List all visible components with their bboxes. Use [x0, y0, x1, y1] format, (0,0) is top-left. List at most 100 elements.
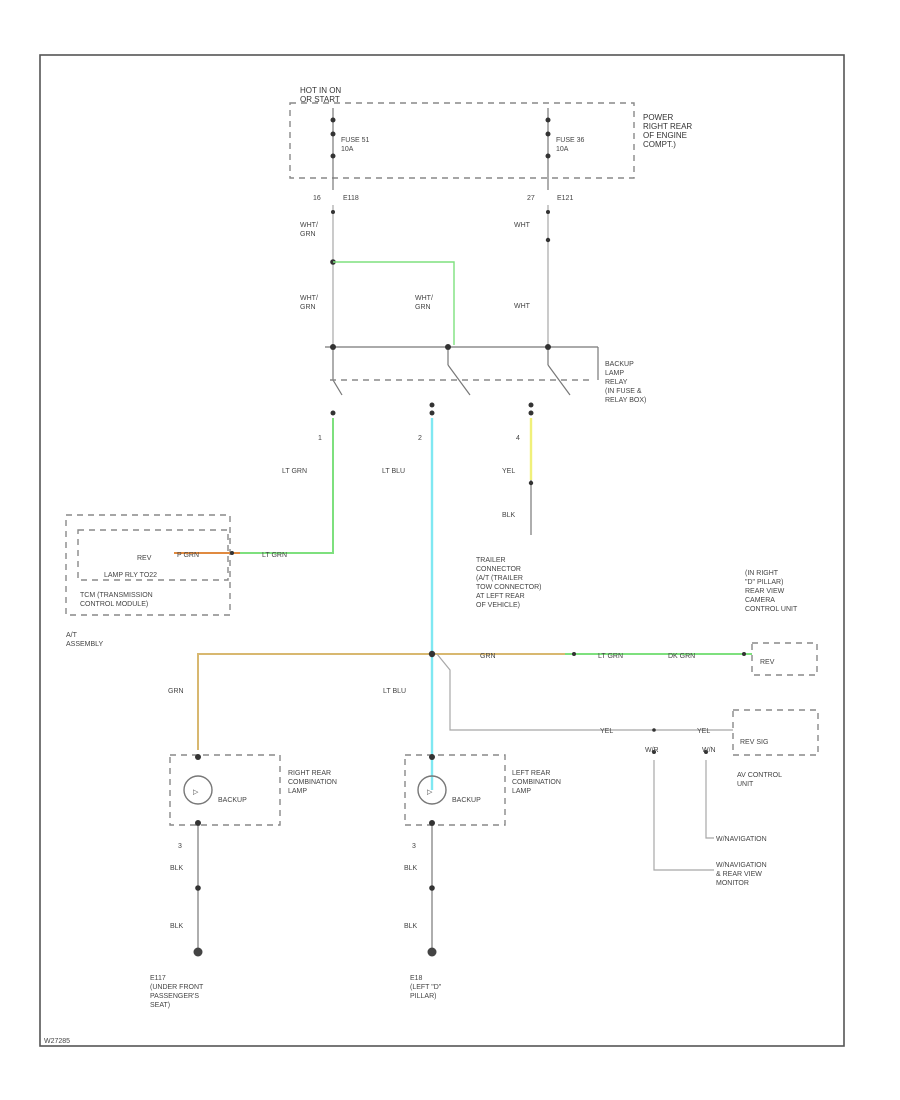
- text-line: OF VEHICLE): [476, 602, 520, 609]
- text-line: "D" PILLAR): [745, 579, 783, 586]
- tcm-outer-box: [65, 514, 231, 616]
- text-line: COMBINATION: [512, 779, 561, 786]
- wire-grn: GRN: [480, 653, 496, 660]
- text-line: LEFT REAR: [512, 770, 550, 777]
- camera-rev: REV: [760, 659, 775, 666]
- conn-e121: E121: [557, 195, 573, 202]
- relay-pin-1: 1: [318, 435, 322, 442]
- text-line: WHT/: [300, 222, 318, 229]
- ground-icon: [427, 947, 437, 957]
- wire-lt-grn-cam: LT GRN: [598, 653, 623, 660]
- right-blk-2: BLK: [170, 923, 184, 930]
- text-line: BACKUP: [605, 361, 634, 368]
- pin-27: 27: [527, 195, 535, 202]
- text-line: 10A: [341, 146, 354, 153]
- wire-lt-grn: LT GRN: [282, 468, 307, 475]
- text-line: RELAY BOX): [605, 397, 646, 404]
- diagram-id: W27285: [44, 1038, 70, 1045]
- text-line: FUSE 36: [556, 137, 585, 144]
- text-line: WHT/: [300, 295, 318, 302]
- text-line: SEAT): [150, 1002, 170, 1009]
- text-line: RELAY: [605, 379, 628, 386]
- text-line: LAMP: [288, 788, 307, 795]
- right-rear-lamp-box: [169, 754, 281, 826]
- text-line: REAR VIEW: [745, 588, 785, 595]
- text-line: LAMP: [605, 370, 624, 377]
- lamp-icon: ▷: [417, 775, 447, 805]
- right-rear-lamp-name: RIGHT REAR COMBINATION LAMP: [288, 770, 337, 795]
- text-line: COMBINATION: [288, 779, 337, 786]
- camera-box: [751, 642, 818, 676]
- left-blk-2: BLK: [404, 923, 418, 930]
- fuse1-label: FUSE 51 10A: [341, 137, 370, 153]
- right-backup-label: BACKUP: [218, 797, 247, 804]
- relay-label: BACKUP LAMP RELAY (IN FUSE & RELAY BOX): [605, 361, 646, 404]
- tcm-lamp-rly: LAMP RLY TO22: [104, 572, 157, 579]
- av-label: AV CONTROL UNIT: [737, 772, 782, 788]
- diagram-frame: [39, 54, 845, 1047]
- text-line: OR START: [300, 95, 340, 104]
- text-line: UNIT: [737, 781, 754, 788]
- text-line: HOT IN ON: [300, 86, 341, 95]
- text-line: OF ENGINE: [643, 131, 687, 140]
- text-line: CONNECTOR: [476, 566, 521, 573]
- right-blk-1: BLK: [170, 865, 184, 872]
- text-line: LAMP: [512, 788, 531, 795]
- text-line: TRAILER: [476, 557, 506, 564]
- text-line: PASSENGER'S: [150, 993, 199, 1000]
- text-line: GRN: [300, 304, 316, 311]
- left-rear-lamp-box: [404, 754, 506, 826]
- text-line: AV CONTROL: [737, 772, 782, 779]
- nav-marker-2: W/N: [702, 747, 716, 754]
- wire-yel: YEL: [502, 468, 515, 475]
- text-line: (UNDER FRONT: [150, 984, 204, 991]
- text-line: (IN FUSE &: [605, 388, 642, 395]
- text-line: E18: [410, 975, 423, 982]
- wire-wht-grn-1: WHT/GRN: [300, 222, 318, 238]
- text-line: WHT/: [415, 295, 433, 302]
- text-line: GRN: [300, 231, 316, 238]
- conn-e118: E118: [343, 195, 359, 202]
- svg-text:▷: ▷: [427, 789, 433, 796]
- relay-pin-2: 2: [418, 435, 422, 442]
- left-pin-3: 3: [412, 843, 416, 850]
- text-line: TCM (TRANSMISSION: [80, 592, 153, 599]
- av-inline-yel-2: YEL: [697, 728, 710, 735]
- relay-pin-4: 4: [516, 435, 520, 442]
- wire-grn-left: GRN: [168, 688, 184, 695]
- av-inline-yel: YEL: [600, 728, 613, 735]
- wire-wht-grn-2: WHT/GRN: [300, 295, 318, 311]
- av-control-box: [732, 709, 819, 756]
- relay-switch-icon: [330, 350, 590, 396]
- left-backup-label: BACKUP: [452, 797, 481, 804]
- w-navigation: W/NAVIGATION: [716, 836, 767, 843]
- text-line: FUSE 51: [341, 137, 370, 144]
- av-rev-sig: REV SIG: [740, 739, 768, 746]
- text-line: POWER: [643, 113, 673, 122]
- lamp-icon: ▷: [183, 775, 213, 805]
- text-line: 10A: [556, 146, 569, 153]
- svg-text:▷: ▷: [193, 789, 199, 796]
- wire-blk-trailer: BLK: [502, 512, 516, 519]
- text-line: GRN: [415, 304, 431, 311]
- tcm-inner-box: [77, 529, 229, 581]
- text-line: RIGHT REAR: [288, 770, 331, 777]
- text-line: MONITOR: [716, 880, 749, 887]
- text-line: W/NAVIGATION: [716, 862, 767, 869]
- wire-wht-2: WHT: [514, 303, 531, 310]
- wire-wht-grn-3: WHT/GRN: [415, 295, 433, 311]
- right-pin-3: 3: [178, 843, 182, 850]
- tcm-rev: REV: [137, 555, 152, 562]
- wire-lt-blu-1: LT BLU: [382, 468, 405, 475]
- wire-dk-grn: DK GRN: [668, 653, 695, 660]
- text-line: RIGHT REAR: [643, 122, 692, 131]
- p-grn-label: P GRN: [177, 552, 199, 559]
- text-line: (IN RIGHT: [745, 570, 779, 577]
